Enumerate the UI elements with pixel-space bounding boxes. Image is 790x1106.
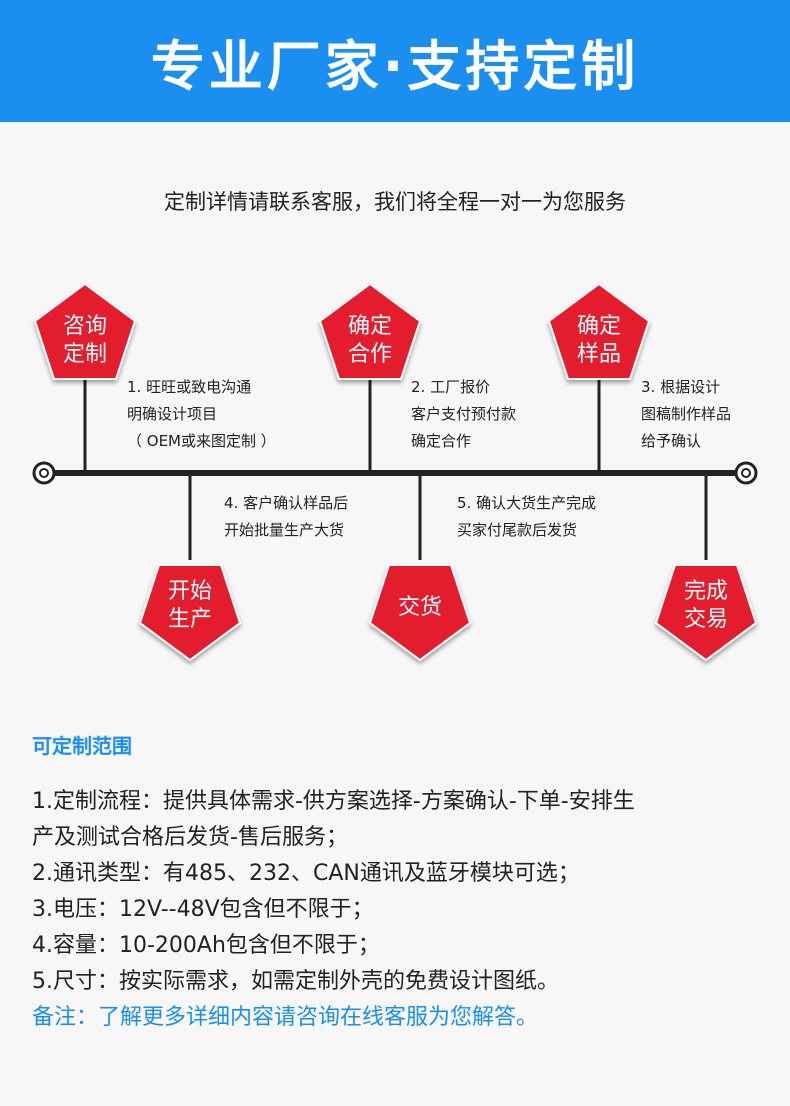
timeline-start-node xyxy=(32,461,56,485)
scope-item: 产及测试合格后发货-售后服务； xyxy=(32,825,348,850)
step-1-line: 明确设计项目 xyxy=(127,405,218,423)
badge-cooperate-l1: 确定 xyxy=(348,314,392,339)
timeline-start-node-inner xyxy=(39,468,49,478)
subtitle: 定制详情请联系客服，我们将全程一对一为您服务 xyxy=(164,190,626,214)
scope-item: 2.通讯类型：有485、232、CAN通讯及蓝牙模块可选； xyxy=(32,861,580,886)
step-1-text: 1. 旺旺或致电沟通 明确设计项目 （ OEM或来图定制 ） xyxy=(127,374,276,455)
step-4-text: 4. 客户确认样品后 开始批量生产大货 xyxy=(224,490,348,544)
step-3-line: 给予确认 xyxy=(641,432,702,450)
timeline-end-node-inner xyxy=(741,468,751,478)
step-5-line: 买家付尾款后发货 xyxy=(457,521,578,539)
badge-cooperate: 确定 合作 xyxy=(318,282,422,380)
page-title: 专业厂家·支持定制 xyxy=(150,34,640,98)
scope-list: 1.定制流程：提供具体需求-供方案选择-方案确认-下单-安排生 产及测试合格后发… xyxy=(32,784,772,1036)
badge-sample-l1: 确定 xyxy=(577,314,621,339)
step-3-line: 3. 根据设计 xyxy=(641,378,721,396)
step-2-line: 2. 工厂报价 xyxy=(411,378,491,396)
badge-production-l2: 生产 xyxy=(168,607,212,632)
step-2-line: 客户支付预付款 xyxy=(411,405,517,423)
badge-complete: 完成 交易 xyxy=(654,564,758,662)
process-flow-diagram: 咨询 定制 确定 合作 确定 样品 开始 生产 交货 完成 交易 xyxy=(32,282,758,662)
timeline-end-node xyxy=(734,461,758,485)
badge-production-l1: 开始 xyxy=(168,579,212,604)
step-1-line: 1. 旺旺或致电沟通 xyxy=(127,378,252,396)
badge-consult-l1: 咨询 xyxy=(63,314,107,339)
scope-title: 可定制范围 xyxy=(32,734,132,758)
step-4-line: 4. 客户确认样品后 xyxy=(224,494,349,512)
scope-item: 5.尺寸：按实际需求，如需定制外壳的免费设计图纸。 xyxy=(32,969,559,994)
scope-item: 4.容量：10-200Ah包含但不限于； xyxy=(32,933,380,958)
badge-cooperate-l2: 合作 xyxy=(348,342,392,367)
step-2-line: 确定合作 xyxy=(411,432,472,450)
badge-delivery-l1: 交货 xyxy=(398,595,442,620)
badge-delivery: 交货 xyxy=(368,564,472,662)
badge-complete-l2: 交易 xyxy=(684,607,728,632)
step-5-text: 5. 确认大货生产完成 买家付尾款后发货 xyxy=(457,490,596,544)
step-3-text: 3. 根据设计 图稿制作样品 给予确认 xyxy=(641,374,731,455)
badge-consult-l2: 定制 xyxy=(63,342,107,367)
step-5-line: 5. 确认大货生产完成 xyxy=(457,494,597,512)
scope-item: 3.电压：12V--48V包含但不限于； xyxy=(32,897,374,922)
scope-note: 备注：了解更多详细内容请咨询在线客服为您解答。 xyxy=(32,1005,539,1030)
badge-sample-l2: 样品 xyxy=(577,342,621,367)
step-4-line: 开始批量生产大货 xyxy=(224,521,345,539)
step-2-text: 2. 工厂报价 客户支付预付款 确定合作 xyxy=(411,374,516,455)
step-3-line: 图稿制作样品 xyxy=(641,405,732,423)
scope-item: 1.定制流程：提供具体需求-供方案选择-方案确认-下单-安排生 xyxy=(32,789,635,814)
badge-consult: 咨询 定制 xyxy=(33,282,137,380)
badge-production: 开始 生产 xyxy=(138,564,242,662)
badge-sample: 确定 样品 xyxy=(547,282,651,380)
badge-complete-l1: 完成 xyxy=(684,579,728,604)
step-1-line: （ OEM或来图定制 ） xyxy=(127,432,276,450)
header-banner: 专业厂家·支持定制 xyxy=(0,0,790,122)
